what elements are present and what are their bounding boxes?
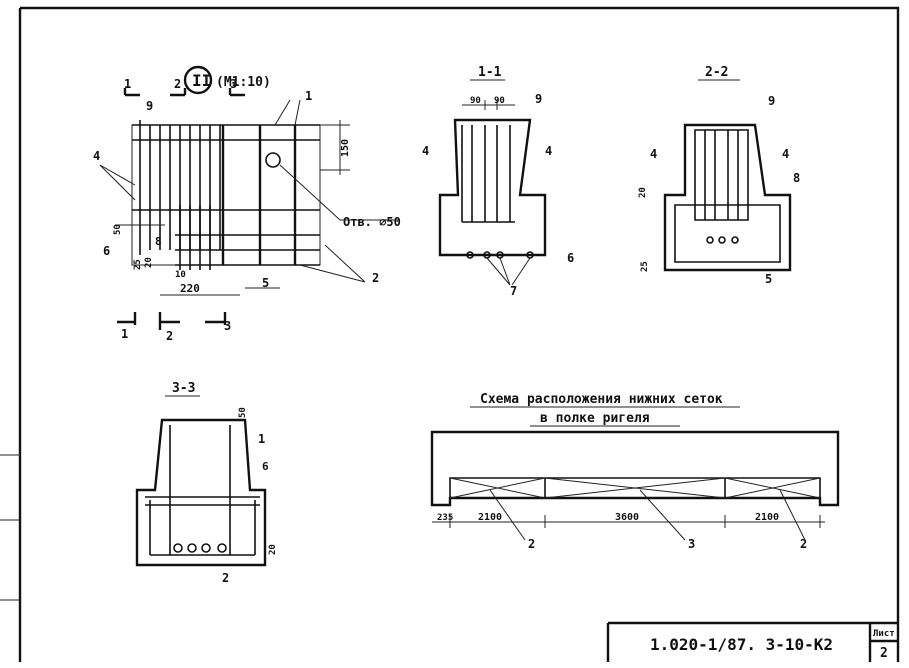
drawing-label: 4 xyxy=(650,147,657,161)
cut-markers: 1 2 3 1 2 3 xyxy=(117,77,245,343)
drawing-label: 50 xyxy=(238,407,248,418)
section-title: 3-3 xyxy=(172,381,195,396)
sheet-number: 2 xyxy=(880,646,888,661)
section-title: 1-1 xyxy=(478,65,502,80)
drawing-label: 3 xyxy=(224,319,231,333)
drawing-label: 3 xyxy=(230,77,237,91)
drawing-label: 2 xyxy=(372,271,379,285)
scheme-title: Схема расположения нижних сеток xyxy=(480,392,723,407)
drawing-label: 20 xyxy=(638,187,648,198)
drawing-label: 9 xyxy=(535,92,542,106)
mesh-layout-scheme: Схема расположения нижних сеток в полке … xyxy=(430,392,840,551)
drawing-label: 90 xyxy=(494,96,505,106)
drawing-label: 25 xyxy=(640,261,650,272)
drawing-label: 6 xyxy=(103,244,110,258)
drawing-label: 4 xyxy=(93,149,100,163)
drawing-label: 9 xyxy=(768,94,775,108)
sheet-label: Лист xyxy=(873,629,895,639)
drawing-label: 3600 xyxy=(615,512,639,523)
drawing-label: 2 xyxy=(166,329,173,343)
drawing-label: 10 xyxy=(175,270,186,280)
section-3-3: 3-3 50 20 1 6 2 xyxy=(135,381,278,585)
section-title: 2-2 xyxy=(705,65,728,80)
drawing-label: 5 xyxy=(765,272,772,286)
drawing-label: 90 xyxy=(470,96,481,106)
drawing-label: 8 xyxy=(155,235,162,248)
main-view: II (M1:10) 150 Отв. ⌀50 50 220 10 25 20 … xyxy=(93,65,401,343)
view-scale: (M1:10) xyxy=(216,75,271,90)
drawing-label: 50 xyxy=(113,224,123,235)
drawing-label: 2 xyxy=(174,77,181,91)
drawing-label: 2100 xyxy=(478,512,502,523)
section-1-1: 1-1 90 90 9 4 4 6 7 xyxy=(422,65,574,298)
sheet-frame xyxy=(0,6,900,662)
drawing-label: 1 xyxy=(305,89,312,103)
section-2-2: 2-2 20 25 9 4 4 8 5 xyxy=(638,65,800,286)
drawing-label: 9 xyxy=(146,99,153,113)
drawing-code: 1.020-1/87. 3-10-K2 xyxy=(650,635,833,654)
hole-note: Отв. ⌀50 xyxy=(343,215,401,229)
drawing-label: 150 xyxy=(340,139,351,157)
drawing-label: 6 xyxy=(567,251,574,265)
drawing-label: 25 xyxy=(133,259,143,270)
drawing-label: 2 xyxy=(222,571,229,585)
drawing-label: 1 xyxy=(258,432,265,446)
drawing-label: 1 xyxy=(124,77,131,91)
drawing-label: 1 xyxy=(121,327,128,341)
drawing-label: 7 xyxy=(510,284,517,298)
drawing-label: 5 xyxy=(262,276,269,290)
view-label: II xyxy=(192,71,211,90)
drawing-label: 3 xyxy=(688,537,695,551)
drawing-label: 6 xyxy=(262,460,269,473)
drawing-label: 4 xyxy=(782,147,789,161)
title-block: 1.020-1/87. 3-10-K2 Лист 2 xyxy=(606,621,898,662)
drawing-label: 220 xyxy=(180,282,200,295)
drawing-label: 20 xyxy=(268,544,278,555)
drawing-label: 2 xyxy=(800,537,807,551)
drawing-label: 20 xyxy=(144,257,154,268)
drawing-label: 4 xyxy=(545,144,552,158)
scheme-subtitle: в полке ригеля xyxy=(540,411,650,426)
drawing-label: 235 xyxy=(437,513,453,523)
drawing-label: 8 xyxy=(793,171,800,185)
drawing-label: 2100 xyxy=(755,512,779,523)
drawing-label: 2 xyxy=(528,537,535,551)
drawing-label: 4 xyxy=(422,144,429,158)
